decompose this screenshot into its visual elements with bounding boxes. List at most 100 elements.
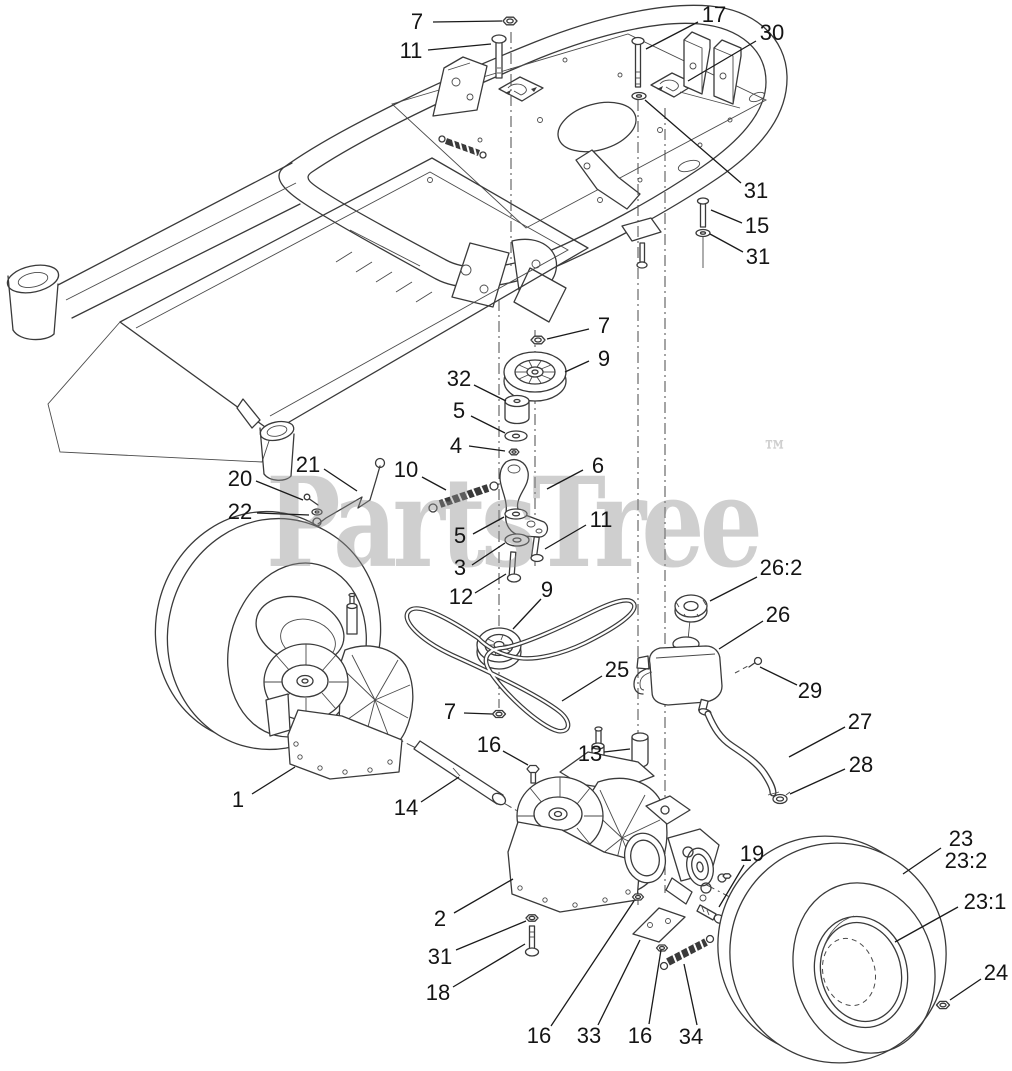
leader-line-34 (683, 963, 698, 1026)
bolt-11-top (491, 34, 507, 79)
hose-clamp-28 (772, 791, 791, 805)
idler-pulley-9-top (503, 351, 567, 402)
callout-label-4: 4 (449, 433, 463, 458)
leader-line-26:2 (709, 576, 758, 602)
callout-label-23:1: 23:1 (963, 889, 1007, 914)
lug-nut-24 (935, 1000, 951, 1010)
bolt-11-mid (530, 536, 544, 563)
leader-line-31 (644, 99, 742, 184)
leader-line-31 (709, 233, 744, 253)
leader-line-5 (470, 415, 506, 434)
leader-line-12 (474, 573, 507, 594)
right-wheel (717, 835, 951, 1064)
callout-label-28: 28 (848, 752, 874, 777)
bolt-18 (524, 925, 540, 957)
callout-label-20: 20 (227, 466, 253, 491)
flange-nut-7-top (502, 16, 518, 26)
callout-label-16: 16 (627, 1023, 653, 1048)
callout-label-2: 2 (433, 906, 447, 931)
callout-label-5: 5 (453, 523, 467, 548)
washer-5-upper (504, 430, 528, 442)
callout-label-32: 32 (446, 366, 472, 391)
leader-line-16 (550, 900, 635, 1027)
leader-line-10 (421, 476, 447, 491)
callout-label-19: 19 (739, 841, 765, 866)
anchor-plate-33 (632, 907, 686, 943)
washer-31-top (631, 91, 647, 101)
drive-shaft (413, 740, 507, 806)
washer-22 (311, 508, 323, 516)
callout-label-34: 34 (678, 1024, 704, 1049)
callout-label-22: 22 (227, 499, 253, 524)
leader-line-2 (453, 878, 514, 914)
callout-label-7: 7 (443, 699, 457, 724)
callout-label-23:2: 23:2 (944, 848, 988, 873)
bolt-16-mid (526, 764, 540, 784)
bracket-towers (679, 31, 742, 109)
leader-line-9 (512, 598, 542, 630)
leader-line-14 (420, 776, 460, 803)
idler-pulley-stack (499, 335, 567, 583)
callout-label-6: 6 (591, 453, 605, 478)
leader-line-1 (251, 766, 296, 795)
callout-label-30: 30 (759, 20, 785, 45)
deck-spring (438, 135, 487, 159)
bolt-12 (506, 551, 522, 583)
screw-29 (748, 656, 763, 668)
bolt-15 (696, 197, 710, 228)
leader-line-22 (256, 512, 310, 516)
callout-label-25: 25 (604, 657, 630, 682)
callout-label-9: 9 (597, 346, 611, 371)
leader-line-15 (710, 209, 743, 224)
callout-label-9: 9 (540, 577, 554, 602)
leader-line-31 (455, 920, 527, 951)
leader-line-18 (452, 943, 526, 988)
callout-label-31: 31 (743, 178, 769, 203)
leader-line-16 (648, 949, 662, 1025)
brake-rod-group (303, 457, 499, 527)
top-hardware (491, 16, 711, 238)
screw-20 (303, 493, 319, 506)
callout-label-15: 15 (744, 213, 770, 238)
leader-line-33 (597, 939, 641, 1026)
leader-line-30 (687, 40, 757, 82)
leader-line-24 (949, 978, 982, 1001)
callout-label-23: 23 (948, 826, 974, 851)
hose-27 (704, 710, 780, 797)
caster-tube-rear (236, 398, 295, 481)
leader-line-19 (718, 864, 745, 908)
reservoir-tank-26 (633, 636, 723, 716)
callout-label-1: 1 (231, 787, 245, 812)
callout-label-12: 12 (448, 584, 474, 609)
leader-line-27 (788, 726, 846, 758)
leader-line-26 (718, 620, 764, 650)
leader-line-23:1 (894, 906, 959, 943)
caster-tube-front (6, 264, 60, 341)
leader-line-13 (603, 748, 631, 753)
leader-line-28 (789, 768, 846, 795)
spring-34 (659, 934, 715, 971)
callout-label-14: 14 (393, 795, 419, 820)
leader-line-16 (502, 750, 529, 766)
belt-group (404, 598, 637, 734)
leader-line-7 (546, 328, 590, 340)
callout-label-11: 11 (589, 507, 613, 532)
reservoir-cap-26-2 (674, 594, 708, 623)
callout-label-24: 24 (983, 960, 1009, 985)
callout-label-13: 13 (577, 741, 603, 766)
bolt-17 (631, 36, 645, 88)
flange-nut-16-right (655, 944, 669, 952)
callout-label-11: 11 (399, 38, 423, 63)
callout-label-26: 26 (765, 602, 791, 627)
small-nut-output (722, 873, 732, 879)
left-transaxle (255, 592, 414, 780)
leader-line-11 (544, 524, 587, 550)
right-transaxle (507, 726, 732, 913)
nut-4 (508, 448, 520, 456)
callout-label-7: 7 (410, 9, 424, 34)
leader-line-7 (463, 712, 493, 715)
callout-label-17: 17 (701, 2, 727, 27)
leader-line-5 (472, 516, 505, 535)
